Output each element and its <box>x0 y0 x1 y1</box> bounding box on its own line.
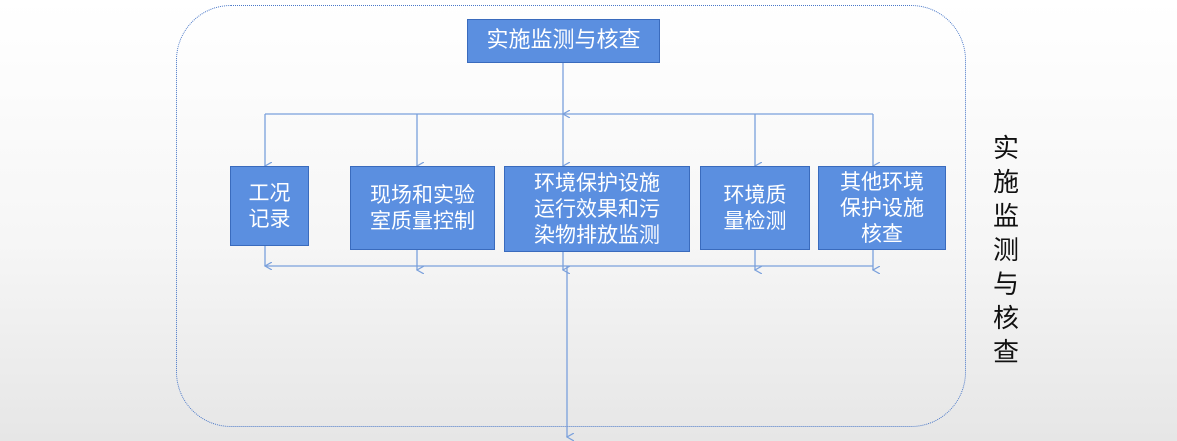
side-title-char: 查 <box>992 338 1019 368</box>
node-label-line: 现场和实验 <box>370 183 475 207</box>
side-title-char: 与 <box>992 270 1019 300</box>
side-title-char: 核 <box>992 304 1019 334</box>
node-env-quality: 环境质 量检测 <box>700 166 810 250</box>
side-title-char: 实 <box>992 134 1019 164</box>
node-label-line: 室质量控制 <box>370 209 475 233</box>
node-label-line: 环境保护设施 <box>534 171 660 195</box>
node-label-line: 环境质 <box>723 183 787 207</box>
side-title-char: 测 <box>992 236 1019 266</box>
top-node: 实施监测与核查 <box>467 19 660 63</box>
node-label-line: 运行效果和污 <box>534 197 660 221</box>
side-title: 实 施 监 测 与 核 查 <box>986 132 1026 370</box>
node-label-line: 记录 <box>248 207 291 231</box>
process-frame <box>176 5 966 427</box>
node-label-line: 染物排放监测 <box>534 223 660 247</box>
node-label-line: 工况 <box>248 181 291 205</box>
node-label-line: 保护设施 <box>840 196 924 220</box>
node-operating-record: 工况 记录 <box>230 166 309 246</box>
node-label-line: 核查 <box>861 222 903 246</box>
side-title-char: 监 <box>992 202 1019 232</box>
node-label-line: 其他环境 <box>840 170 924 194</box>
top-node-label: 实施监测与核查 <box>486 28 641 53</box>
node-label-line: 量检测 <box>723 209 787 233</box>
side-title-char: 施 <box>992 168 1019 198</box>
node-other-facility: 其他环境 保护设施 核查 <box>818 166 946 250</box>
node-facility-monitoring: 环境保护设施 运行效果和污 染物排放监测 <box>504 166 690 252</box>
node-qc: 现场和实验 室质量控制 <box>350 166 495 250</box>
